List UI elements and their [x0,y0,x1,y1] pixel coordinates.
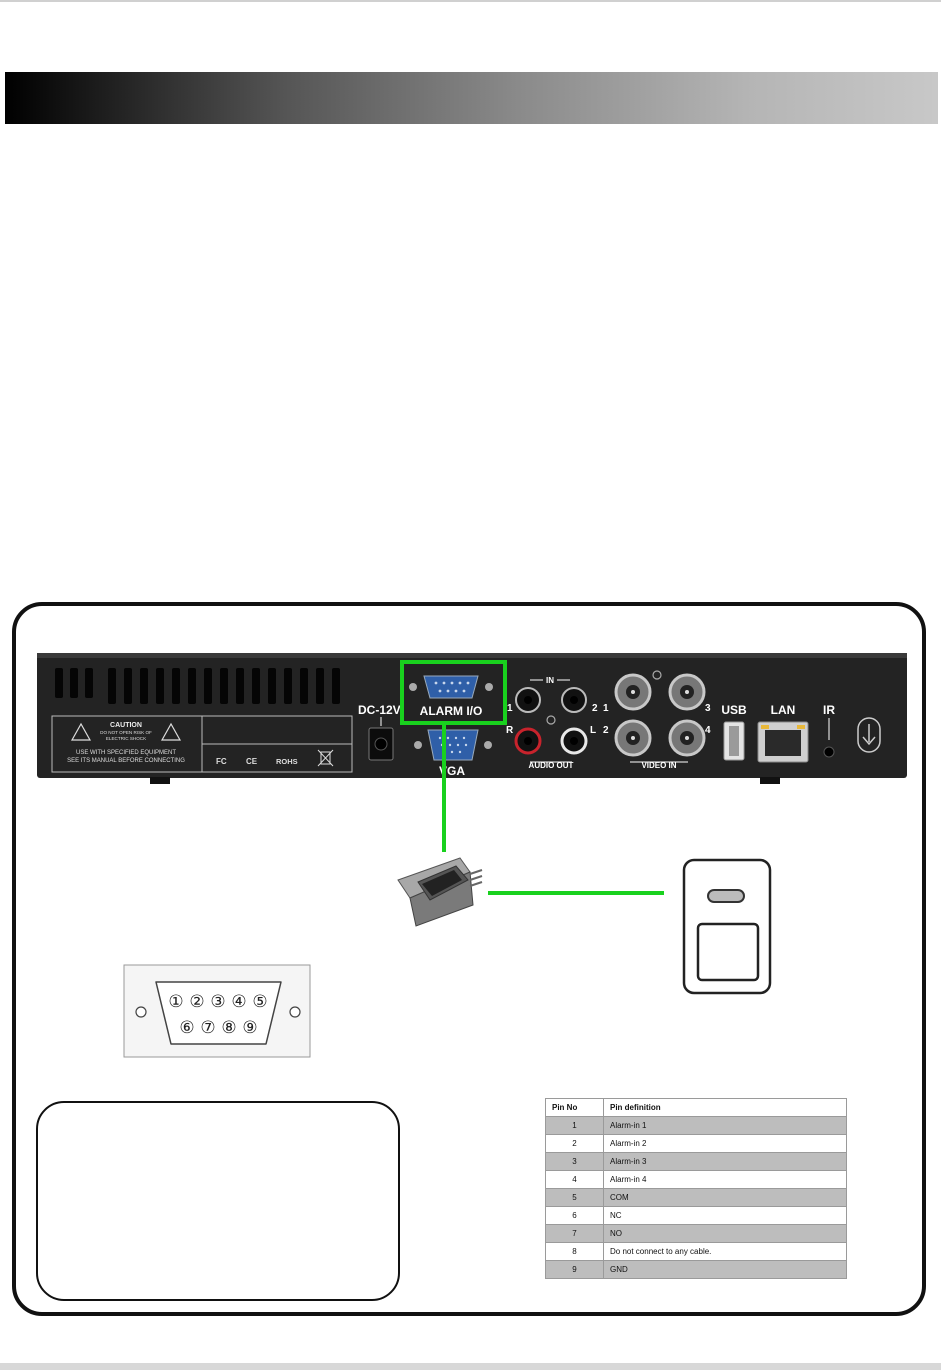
note-box [36,1101,400,1301]
svg-text:3: 3 [705,703,711,714]
table-row: 7 NO [546,1225,847,1243]
pin-number: 9 [546,1261,604,1279]
table-row: 8 Do not connect to any cable. [546,1243,847,1261]
pin-definition: Alarm-in 4 [604,1171,847,1189]
alarm-sensor-device [684,860,770,993]
video-in-label: VIDEO IN [641,761,676,770]
db9-pin-2: ② [189,992,204,1012]
audio-out-label: AUDIO OUT [529,761,574,770]
pin-number: 7 [546,1225,604,1243]
svg-text:4: 4 [705,725,711,736]
pin-definition: Alarm-in 2 [604,1135,847,1153]
pin-number: 5 [546,1189,604,1207]
caution-line1: DO NOT OPEN RISK OF [100,730,152,735]
svg-text:1: 1 [507,703,513,714]
db9-pin-1: ① [168,992,183,1012]
pin-definition: NC [604,1207,847,1225]
svg-text:2: 2 [592,703,598,714]
db9-connector [398,858,482,926]
table-row: 1 Alarm-in 1 [546,1117,847,1135]
pin-definition: COM [604,1189,847,1207]
dvr-rear-panel: CAUTION DO NOT OPEN RISK OF ELECTRIC SHO… [37,653,907,784]
usb-port[interactable]: USB [721,703,747,760]
caution-line3: USE WITH SPECIFIED EQUIPMENT [76,750,176,756]
db9-pin-8: ⑧ [221,1018,236,1038]
db9-pinout-diagram: ① ② ③ ④ ⑤ ⑥ ⑦ ⑧ ⑨ [124,965,310,1057]
svg-text:R: R [506,725,514,736]
table-row: 5 COM [546,1189,847,1207]
db9-pin-7: ⑦ [200,1018,215,1038]
pin-definition: GND [604,1261,847,1279]
pin-number: 8 [546,1243,604,1261]
table-row: 6 NC [546,1207,847,1225]
caution-line4: SEE ITS MANUAL BEFORE CONNECTING [67,758,185,764]
db9-pin-5: ⑤ [252,992,267,1012]
caution-title: CAUTION [110,722,142,729]
svg-text:L: L [590,725,596,736]
pin-definition-table: Pin No Pin definition 1 Alarm-in 1 2 Ala… [545,1098,847,1279]
table-row: 2 Alarm-in 2 [546,1135,847,1153]
table-row: 4 Alarm-in 4 [546,1171,847,1189]
pin-definition: Alarm-in 1 [604,1117,847,1135]
db9-pin-6: ⑥ [179,1018,194,1038]
header-pin-no: Pin No [546,1099,604,1117]
pin-definition: Do not connect to any cable. [604,1243,847,1261]
table-row: 3 Alarm-in 3 [546,1153,847,1171]
rohs-mark: ROHS [276,757,298,766]
alarm-io-label: ALARM I/O [420,704,483,718]
pin-number: 3 [546,1153,604,1171]
dc-label: DC-12V [358,703,401,717]
db9-pin-4: ④ [231,992,246,1012]
ir-label: IR [823,703,835,717]
bottom-rule [0,1363,941,1370]
caution-line2: ELECTRIC SHOCK [106,736,147,741]
table-header-row: Pin No Pin definition [546,1099,847,1117]
fc-mark: FC [216,757,227,766]
audio-in-label: IN [546,676,554,685]
db9-pin-3: ③ [210,992,225,1012]
svg-text:2: 2 [603,725,609,736]
pin-number: 1 [546,1117,604,1135]
header-pin-definition: Pin definition [604,1099,847,1117]
usb-label: USB [721,703,747,717]
pin-number: 2 [546,1135,604,1153]
table-row: 9 GND [546,1261,847,1279]
db9-pin-9: ⑨ [242,1018,257,1038]
pin-definition: NO [604,1225,847,1243]
lan-label: LAN [771,703,796,717]
svg-text:1: 1 [603,703,609,714]
ce-mark: CE [246,757,258,766]
pin-definition: Alarm-in 3 [604,1153,847,1171]
pin-number: 4 [546,1171,604,1189]
pin-number: 6 [546,1207,604,1225]
